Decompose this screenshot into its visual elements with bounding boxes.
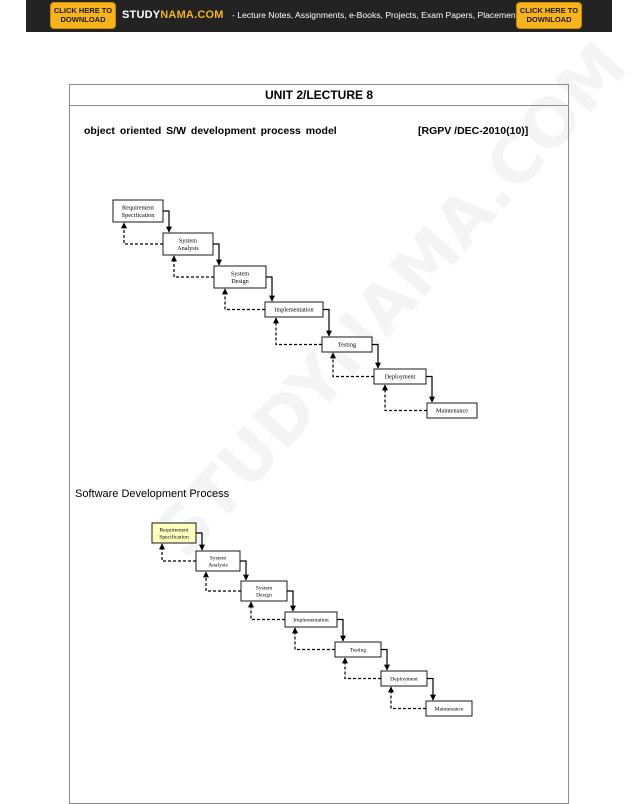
download-button-left[interactable]: CLICK HERE TO DOWNLOAD — [50, 2, 116, 29]
page-frame — [69, 84, 569, 804]
brand-nama: NAMA.COM — [160, 9, 224, 21]
brand-logo[interactable]: STUDYNAMA.COM — [122, 9, 224, 21]
brand-study: STUDY — [122, 9, 161, 21]
title-divider — [69, 105, 569, 106]
banner-tagline: - Lecture Notes, Assignments, e-Books, P… — [232, 10, 548, 20]
download-button-right[interactable]: CLICK HERE TO DOWNLOAD — [516, 2, 582, 29]
exam-reference: [RGPV /DEC-2010(10)] — [418, 125, 529, 137]
page-title: UNIT 2/LECTURE 8 — [264, 88, 373, 102]
lecture-heading: object oriented S/W development process … — [84, 125, 337, 137]
section-title: Software Development Process — [75, 488, 230, 500]
download-banner: CLICK HERE TO DOWNLOAD STUDYNAMA.COM - L… — [26, 0, 612, 32]
